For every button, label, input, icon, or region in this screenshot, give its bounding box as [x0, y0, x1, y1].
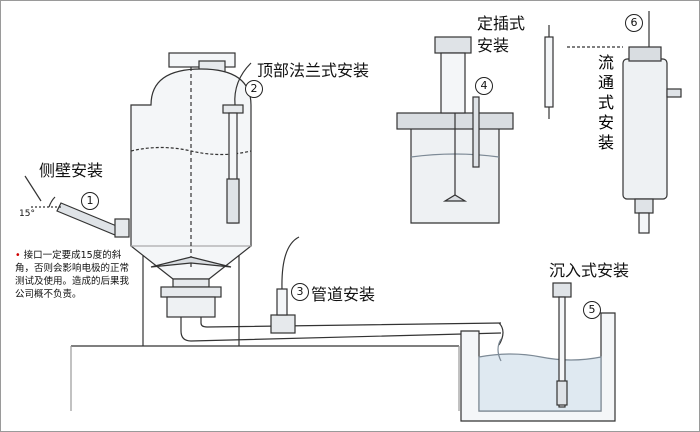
side-wall-label: 侧壁安装 — [39, 161, 104, 180]
flow-cell — [567, 11, 682, 234]
installation-note: • 接口一定要成15度的斜角，否则会影响电极的正常测试及使用。造成的后果我公司概… — [15, 249, 133, 301]
note-text: 接口一定要成15度的斜角，否则会影响电极的正常测试及使用。造成的后果我公司概不负… — [15, 250, 130, 300]
pipeline — [180, 236, 504, 346]
number-badge-6: 6 — [625, 14, 643, 32]
number-badge-5: 5 — [583, 301, 601, 319]
immersion-label: 沉入式安装 — [549, 261, 630, 280]
pipeline-label: 管道安装 — [311, 285, 376, 304]
plug-in-probe — [544, 25, 554, 119]
top-flange-label: 顶部法兰式安装 — [257, 61, 370, 80]
note-bullet: • — [15, 250, 21, 261]
immersion-basin — [460, 282, 616, 422]
ground — [70, 345, 460, 411]
number-badge-4: 4 — [475, 77, 493, 95]
angle-label: 15° — [19, 209, 35, 219]
side-wall-probe — [24, 175, 130, 238]
plug-in-label: 定插式 安装 — [477, 14, 526, 55]
number-badge-3: 3 — [291, 283, 309, 301]
number-badge-2: 2 — [245, 80, 263, 98]
flow-through-label: 流通式安装 — [597, 53, 614, 152]
number-badge-1: 1 — [81, 192, 99, 210]
main-tank — [130, 52, 252, 346]
top-flange-probe — [222, 62, 252, 224]
reactor-vessel — [396, 36, 514, 224]
